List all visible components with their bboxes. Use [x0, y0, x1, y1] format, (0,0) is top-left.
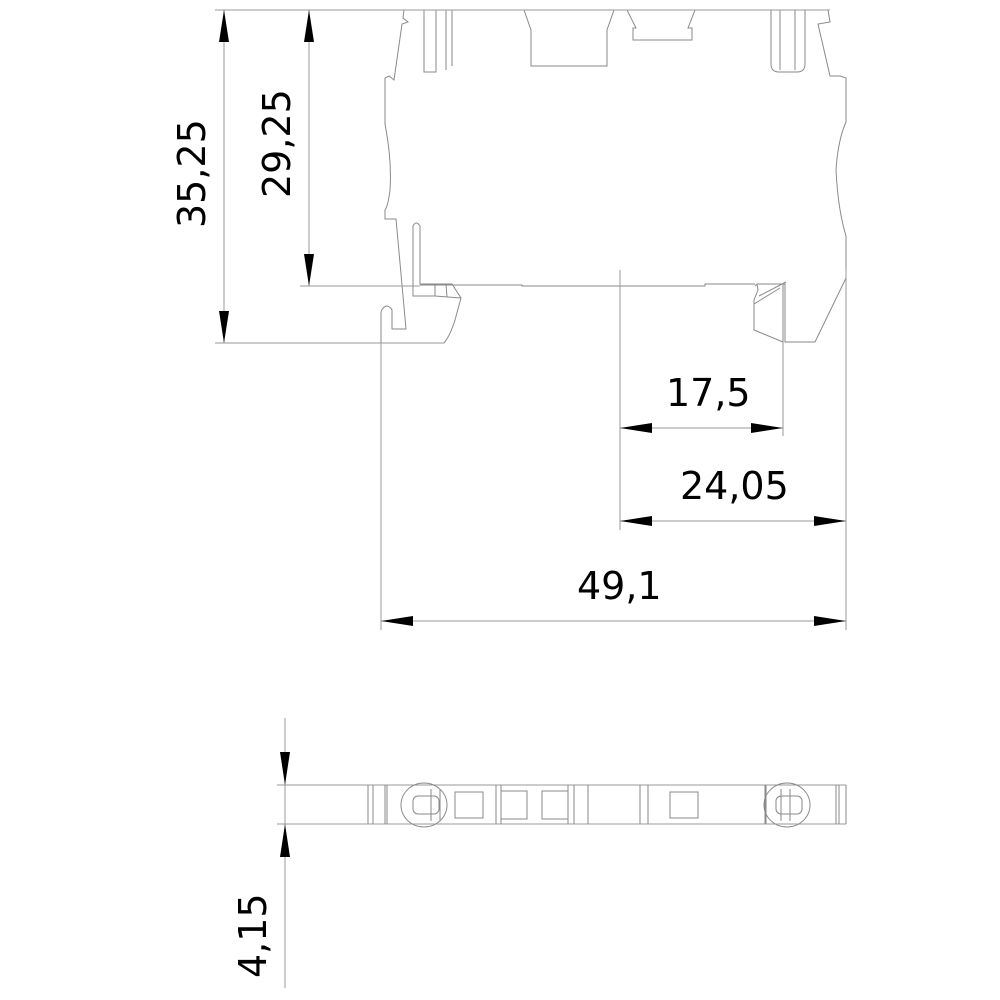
dimension-24-05: 24,05 — [620, 464, 846, 526]
dim-label-17-5: 17,5 — [666, 371, 751, 415]
arrow-right-icon — [751, 423, 783, 433]
side-view-outline — [380, 9, 847, 344]
arrow-up-icon — [304, 10, 314, 42]
dim-label-49-1: 49,1 — [577, 564, 662, 608]
arrow-up-icon — [280, 824, 290, 857]
arrow-up-icon — [219, 10, 229, 42]
dim-label-29-25: 29,25 — [255, 89, 299, 198]
arrow-left-icon — [620, 423, 652, 433]
dimension-thickness: 4,15 — [231, 718, 290, 988]
dimension-overall-width: 49,1 — [381, 564, 846, 626]
top-view-outline — [277, 782, 847, 828]
dim-label-4-15: 4,15 — [231, 893, 275, 978]
arrow-left-icon — [620, 516, 652, 526]
dim-label-24-05: 24,05 — [680, 464, 789, 508]
dimension-height-to-rail: 29,25 — [255, 10, 314, 286]
arrow-left-icon — [381, 616, 413, 626]
arrow-down-icon — [280, 752, 290, 785]
dim-label-35-25: 35,25 — [170, 119, 214, 228]
arrow-down-icon — [219, 311, 229, 343]
extension-lines — [215, 9, 847, 630]
arrow-right-icon — [814, 516, 846, 526]
arrow-right-icon — [814, 616, 846, 626]
dimension-overall-height: 35,25 — [170, 10, 229, 343]
dimension-17-5: 17,5 — [620, 371, 783, 433]
arrow-down-icon — [304, 254, 314, 286]
